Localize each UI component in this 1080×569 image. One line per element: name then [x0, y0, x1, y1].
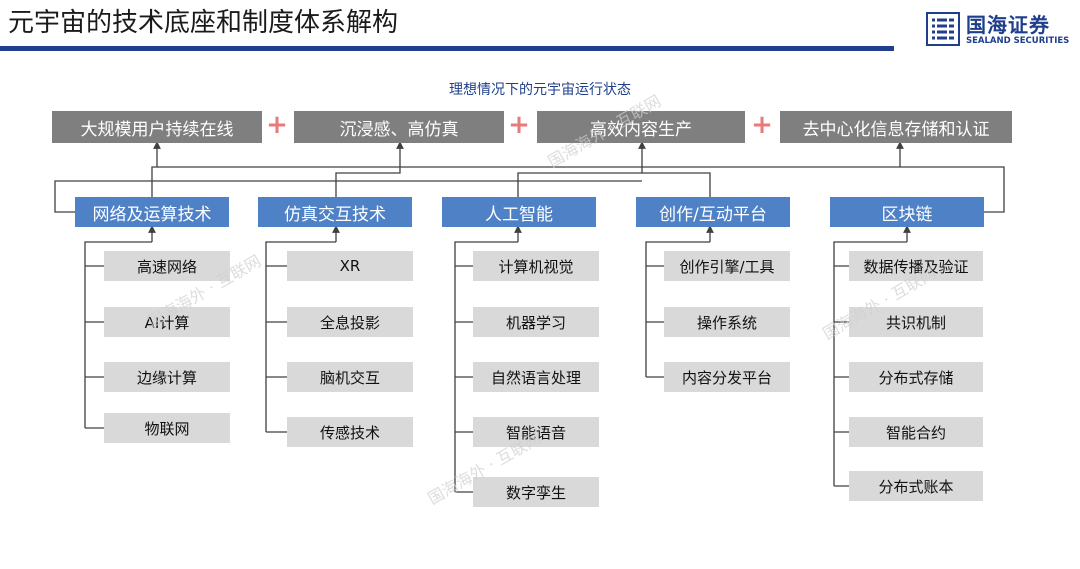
- company-logo: 国海证券 SEALAND SECURITIES: [926, 10, 1076, 50]
- logo-text-en: SEALAND SECURITIES: [966, 36, 1070, 46]
- connector-sim-to-immersion: [335, 141, 404, 197]
- item-creation-engine: 创作引擎/工具: [664, 251, 790, 281]
- item-operating-system: 操作系统: [664, 307, 790, 337]
- connector-platform-branches: [646, 265, 664, 378]
- title-underline: [0, 46, 894, 51]
- connector-platform-to-content: [642, 172, 711, 197]
- plus-sign-1: +: [266, 110, 288, 140]
- goal-box-users: 大规模用户持续在线: [52, 111, 262, 143]
- item-consensus: 共识机制: [849, 307, 983, 337]
- item-digital-twin: 数字孪生: [473, 477, 599, 507]
- item-content-distribution: 内容分发平台: [664, 362, 790, 392]
- connector-platform-trunk: [645, 241, 710, 377]
- item-machine-learning: 机器学习: [473, 307, 599, 337]
- item-brain-computer-interface: 脑机交互: [287, 362, 413, 392]
- goal-box-content: 高效内容生产: [537, 111, 745, 143]
- item-computer-vision: 计算机视觉: [473, 251, 599, 281]
- plus-sign-2: +: [508, 110, 530, 140]
- connector-ai-branches: [455, 265, 473, 493]
- connector-network-to-users: [151, 141, 161, 197]
- item-data-propagation: 数据传播及验证: [849, 251, 983, 281]
- connector-network-trunk: [84, 241, 152, 428]
- item-sensing-tech: 传感技术: [287, 417, 413, 447]
- connector-ai-trunk: [454, 241, 518, 492]
- sealand-logo-icon: [926, 12, 960, 46]
- category-creation-platform: 创作/互动平台: [636, 197, 790, 227]
- item-nlp: 自然语言处理: [473, 362, 599, 392]
- item-distributed-ledger: 分布式账本: [849, 471, 983, 501]
- goal-box-decentral: 去中心化信息存储和认证: [780, 111, 1012, 143]
- category-network-computing: 网络及运算技术: [75, 197, 229, 227]
- logo-text-cn: 国海证券: [966, 13, 1050, 37]
- item-smart-voice: 智能语音: [473, 417, 599, 447]
- item-iot: 物联网: [104, 413, 230, 443]
- connector-sim-branches: [266, 265, 287, 433]
- item-distributed-storage: 分布式存储: [849, 362, 983, 392]
- item-edge-computing: 边缘计算: [104, 362, 230, 392]
- connector-blockchain-loop: [642, 166, 1005, 213]
- item-ai-computing: AI计算: [104, 307, 230, 337]
- connector-sim-trunk: [265, 241, 336, 432]
- connector-network-branches: [85, 265, 104, 429]
- item-xr: XR: [287, 251, 413, 281]
- connector-blockchain-branches: [834, 265, 849, 487]
- connector-network-left-loop: [54, 180, 152, 213]
- connector-ai-to-content: [517, 141, 646, 197]
- item-holographic-projection: 全息投影: [287, 307, 413, 337]
- plus-sign-3: +: [751, 110, 773, 140]
- page-title: 元宇宙的技术底座和制度体系解构: [8, 8, 399, 38]
- category-simulation-interaction: 仿真交互技术: [258, 197, 412, 227]
- diagram-subtitle: 理想情况下的元宇宙运行状态: [449, 82, 631, 98]
- goal-box-immersion: 沉浸感、高仿真: [294, 111, 504, 143]
- item-smart-contract: 智能合约: [849, 417, 983, 447]
- connector-blockchain-trunk: [833, 241, 907, 486]
- item-high-speed-network: 高速网络: [104, 251, 230, 281]
- category-ai: 人工智能: [442, 197, 596, 227]
- category-blockchain: 区块链: [830, 197, 984, 227]
